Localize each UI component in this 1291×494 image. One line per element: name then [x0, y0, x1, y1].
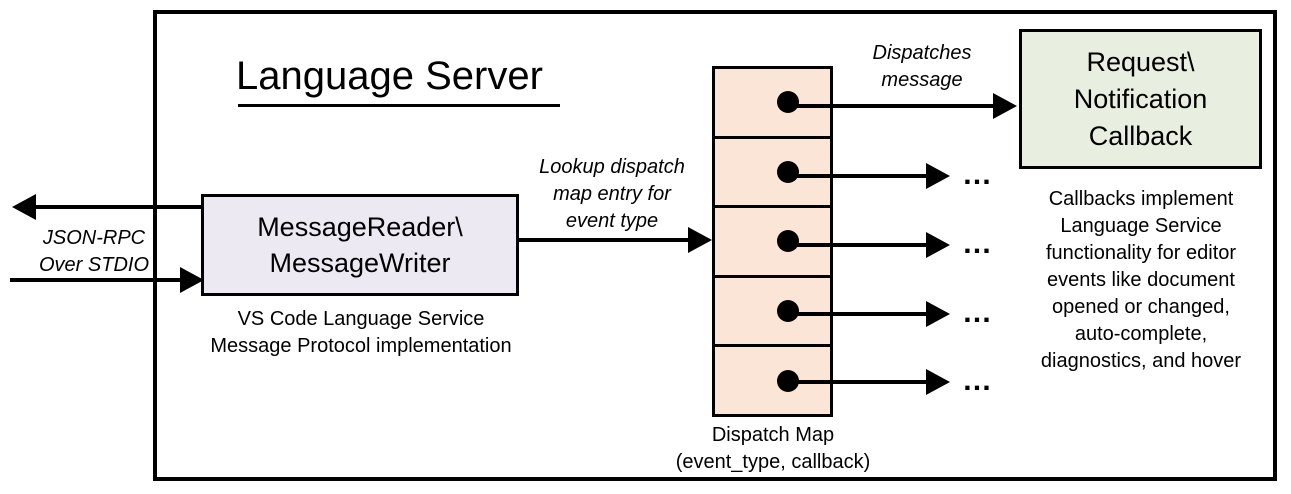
callback-dot-icon [777, 91, 799, 114]
language-server-boundary [153, 10, 1277, 481]
callback-caption-line-1: Callbacks implement [1048, 188, 1234, 210]
message-io-line-1: MessageReader\ [257, 212, 463, 242]
callback-node[interactable]: Request\ Notification Callback [1019, 29, 1262, 169]
callback-caption: Callbacks implement Language Service fun… [1012, 186, 1270, 375]
message-io-caption-line-2: Message Protocol implementation [210, 335, 512, 357]
dispatch-label-line-1: Dispatches [872, 42, 972, 64]
callback-caption-line-4: events like document [1047, 269, 1235, 291]
dispatch-edge-4-ellipsis: … [962, 296, 995, 329]
dispatch-map-table[interactable] [712, 66, 833, 417]
dispatch-edge-4-line [784, 312, 929, 316]
transport-in-arrowhead [180, 267, 204, 293]
dispatch-edge-2-ellipsis: … [962, 158, 995, 191]
dispatch-edge-1-line [784, 104, 996, 108]
transport-out-line [36, 205, 226, 209]
callback-caption-line-7: diagnostics, and hover [1040, 350, 1242, 372]
dispatch-edge-1-arrowhead [993, 93, 1017, 119]
lookup-edge-line [518, 238, 690, 242]
lookup-edge-arrowhead [688, 227, 712, 253]
lookup-label-line-2: map entry for [553, 183, 671, 205]
callback-dot-icon [777, 300, 799, 323]
dispatch-edge-3-arrowhead [926, 232, 950, 258]
callback-label: Request\ Notification Callback [1074, 44, 1208, 155]
transport-label-line-2: Over STDIO [38, 254, 149, 276]
dispatch-map-caption-line-2: (event_type, callback) [675, 451, 871, 473]
dispatch-map-caption-line-1: Dispatch Map [711, 424, 835, 446]
dispatch-edge-3-ellipsis: … [962, 227, 995, 260]
lookup-label-line-3: event type [565, 210, 659, 232]
callback-caption-line-2: Language Service [1060, 215, 1222, 237]
message-io-caption-line-1: VS Code Language Service [237, 308, 485, 330]
dispatch-edge-2-arrowhead [926, 163, 950, 189]
message-io-node[interactable]: MessageReader\ MessageWriter [201, 194, 519, 296]
page-title-underline [238, 104, 560, 107]
dispatch-edge-4-arrowhead [926, 301, 950, 327]
callback-line-1: Request\ [1086, 46, 1195, 77]
edge-label-dispatch: Dispatches message [832, 40, 1012, 94]
message-io-line-2: MessageWriter [269, 248, 451, 278]
lookup-label-line-1: Lookup dispatch [539, 156, 685, 178]
callback-caption-line-3: functionality for editor [1045, 242, 1237, 264]
message-io-caption: VS Code Language Service Message Protoco… [196, 306, 526, 360]
callback-caption-line-5: opened or changed, [1052, 296, 1230, 318]
dispatch-label-line-2: message [881, 69, 963, 91]
dispatch-edge-2-line [784, 174, 929, 178]
edge-label-transport: JSON-RPC Over STDIO [24, 225, 164, 279]
transport-label-line-1: JSON-RPC [42, 227, 146, 249]
callback-dot-icon [777, 160, 799, 183]
dispatch-edge-3-line [784, 243, 929, 247]
callback-dot-icon [777, 230, 799, 253]
callback-line-3: Callback [1088, 120, 1193, 151]
dispatch-entry-4[interactable] [715, 278, 830, 348]
transport-in-line [10, 278, 186, 282]
transport-out-arrowhead [12, 194, 36, 220]
page-title: Language Server [236, 54, 543, 98]
dispatch-edge-5-ellipsis: … [962, 364, 995, 397]
message-io-label: MessageReader\ MessageWriter [257, 209, 463, 281]
dispatch-edge-5-line [784, 380, 929, 384]
dispatch-edge-5-arrowhead [926, 369, 950, 395]
dispatch-map-caption: Dispatch Map (event_type, callback) [640, 422, 906, 476]
callback-caption-line-6: auto-complete, [1074, 323, 1208, 345]
callback-line-2: Notification [1073, 83, 1208, 114]
edge-label-lookup: Lookup dispatch map entry for event type [522, 154, 702, 235]
